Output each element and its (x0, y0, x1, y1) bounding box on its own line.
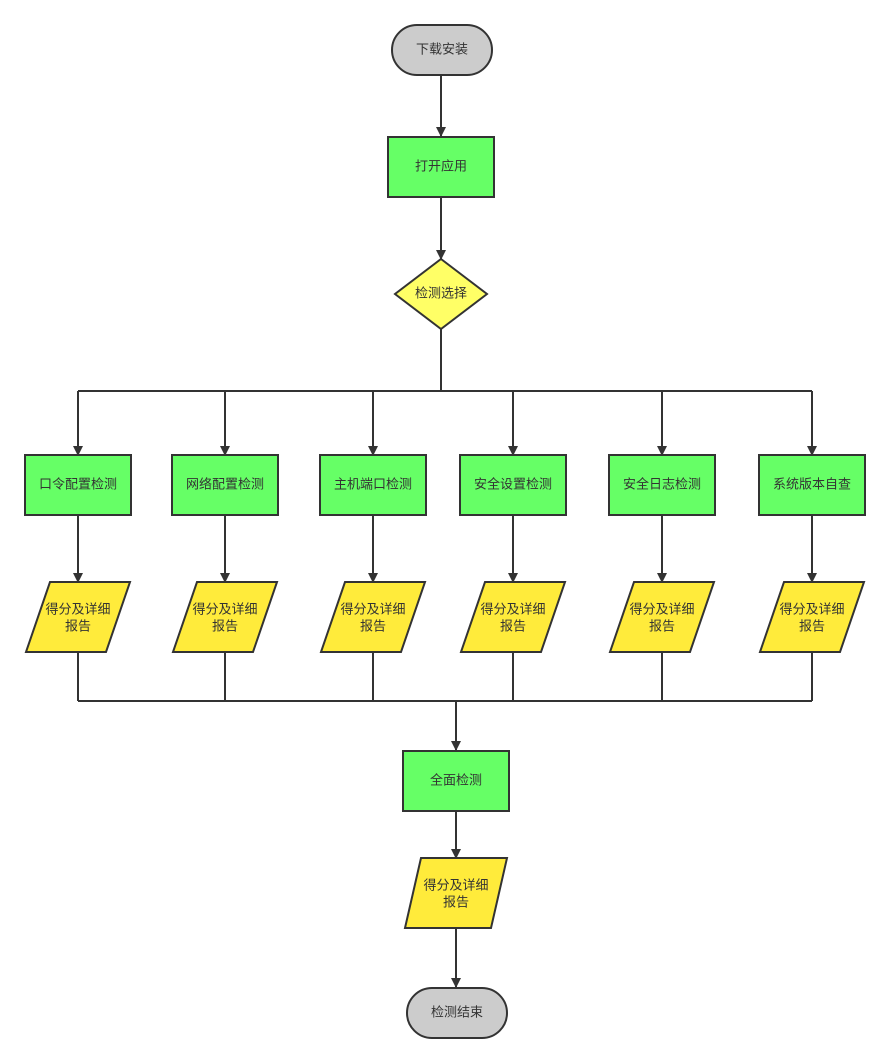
report-line1: 得分及详细 (779, 602, 844, 618)
report-line2: 报告 (360, 620, 386, 635)
report-drops (73, 515, 817, 583)
check-node: 系统版本自查 (758, 454, 866, 516)
report-line2: 报告 (500, 620, 526, 635)
open-app-process: 打开应用 (387, 136, 495, 198)
decision-label: 检测选择 (415, 287, 467, 302)
report-line2: 报告 (649, 620, 675, 635)
end-terminal: 检测结束 (406, 987, 508, 1039)
check-label: 网络配置检测 (186, 477, 264, 493)
check-label: 系统版本自查 (773, 478, 851, 493)
report-line1: 得分及详细 (192, 602, 257, 618)
full-check-label: 全面检测 (430, 773, 482, 789)
decision-diamond: 检测选择 (393, 257, 489, 331)
checks-layer: 口令配置检测得分及详细报告网络配置检测得分及详细报告主机端口检测得分及详细报告安… (24, 454, 866, 653)
check-node: 主机端口检测 (319, 454, 427, 516)
report-line1: 得分及详细 (480, 602, 545, 618)
merge-lines (77, 652, 813, 701)
check-label: 安全设置检测 (474, 477, 552, 493)
check-label: 口令配置检测 (39, 478, 117, 493)
check-node: 安全日志检测 (608, 454, 716, 516)
report-line1: 得分及详细 (629, 602, 694, 618)
start-terminal: 下载安装 (391, 24, 493, 76)
final-report-io: 得分及详细 报告 (403, 857, 509, 929)
check-node: 网络配置检测 (171, 454, 279, 516)
end-label: 检测结束 (431, 1006, 483, 1021)
report-line2: 报告 (65, 620, 91, 635)
check-node: 安全设置检测 (459, 454, 567, 516)
report-line2: 报告 (212, 620, 238, 635)
final-report-line2: 报告 (443, 896, 469, 911)
report-line1: 得分及详细 (45, 602, 110, 618)
report-line2: 报告 (799, 620, 825, 635)
check-node: 口令配置检测 (24, 454, 132, 516)
check-label: 安全日志检测 (623, 477, 701, 493)
report-line1: 得分及详细 (340, 602, 405, 618)
final-report-line1: 得分及详细 (423, 878, 488, 894)
open-app-label: 打开应用 (415, 159, 467, 175)
branch-drops (73, 391, 817, 456)
start-label: 下载安装 (416, 43, 468, 58)
check-label: 主机端口检测 (334, 478, 412, 493)
full-check-process: 全面检测 (402, 750, 510, 812)
